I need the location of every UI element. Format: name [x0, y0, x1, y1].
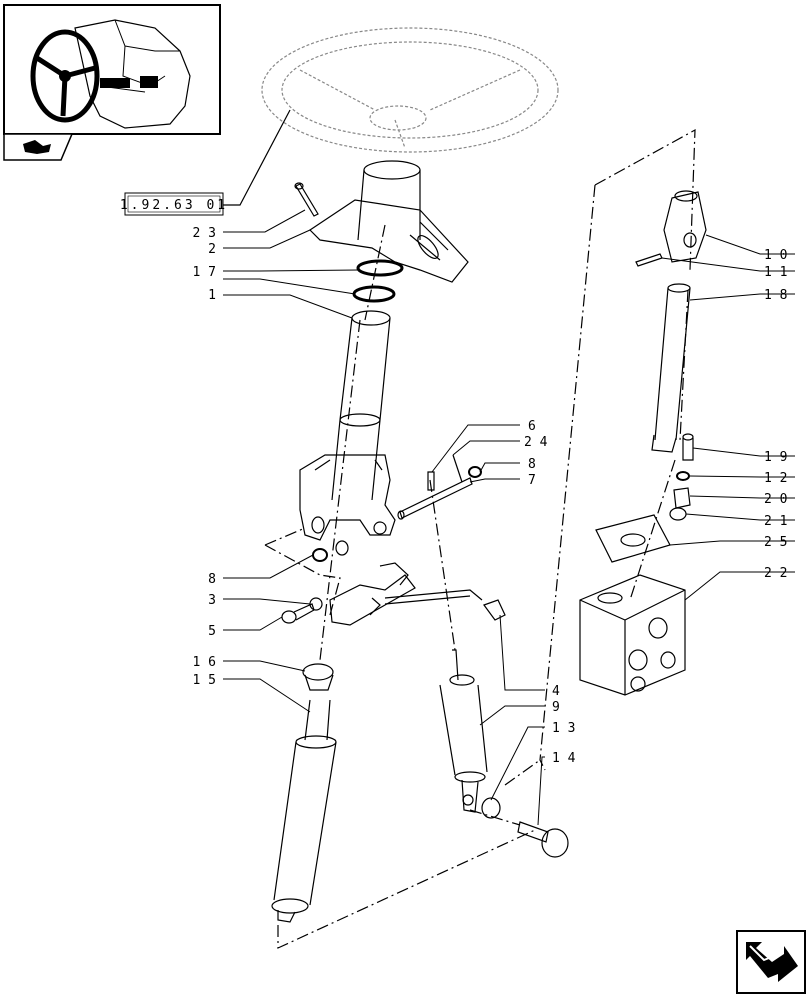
part-25-gasket [595, 514, 671, 563]
callout-9: 9 [552, 700, 560, 715]
part-16-spline-coupling [302, 663, 334, 691]
callout-12: 1 2 [764, 471, 787, 486]
part-2-column-bracket [309, 160, 469, 283]
callout-17: 1 7 [193, 265, 216, 280]
part-10-universal-joint [663, 190, 707, 263]
steering-wheel-thumbnail-icon [30, 19, 191, 129]
part-15-lower-column [271, 699, 337, 923]
part-6-pivot-pin [397, 477, 473, 520]
part-8-washer-upper [468, 466, 482, 478]
part-18-shaft [651, 283, 691, 453]
book-tab-icon [3, 133, 74, 161]
callout-13: 1 3 [552, 721, 575, 736]
callout-25: 2 5 [764, 535, 787, 550]
part-8-washer-left [312, 548, 328, 562]
thumbnail-frame [3, 4, 221, 135]
next-page-button[interactable] [736, 930, 806, 994]
part-12-washer [676, 471, 690, 481]
part-13-bushing [481, 797, 501, 819]
callout-8-left: 8 [208, 572, 216, 587]
steering-wheel-reference [261, 27, 559, 153]
callout-8-upper: 8 [528, 457, 536, 472]
part-17-oring-top [356, 259, 404, 277]
assembly-centerlines [264, 128, 696, 949]
part-4-lever [329, 562, 506, 626]
part-22-steering-unit [579, 574, 686, 696]
part-5-bolt [281, 603, 315, 624]
part-21-bushing [669, 507, 687, 521]
part-24-pin [452, 454, 463, 483]
callout-22: 2 2 [764, 566, 787, 581]
part-1-column-tube [299, 310, 396, 541]
callout-24: 2 4 [524, 435, 548, 450]
callout-7: 7 [528, 473, 536, 488]
callout-labels: 2 3 2 1 7 1 6 2 4 8 7 8 3 5 1 6 1 5 4 9 … [193, 226, 788, 766]
reference-label[interactable]: 1.92.63 01 [120, 192, 228, 216]
part-9-gas-spring [439, 649, 488, 813]
callout-3: 3 [208, 593, 216, 608]
callout-21: 2 1 [764, 514, 787, 529]
callout-19: 1 9 [764, 450, 787, 465]
callout-18: 1 8 [764, 288, 787, 303]
callout-6: 6 [528, 419, 536, 434]
callout-5: 5 [208, 624, 216, 639]
thumbnail-tab [3, 133, 74, 162]
part-11-roll-pin [635, 253, 663, 267]
leader-lines [223, 209, 795, 826]
callout-2: 2 [208, 242, 216, 257]
callout-1: 1 [208, 288, 216, 303]
part-20-spacer [673, 487, 691, 509]
part-19-bolt [682, 433, 694, 461]
part-17-oring-bottom [352, 285, 396, 303]
reference-leader [223, 109, 291, 206]
callout-23: 2 3 [193, 226, 216, 241]
part-14-bolt [517, 821, 569, 858]
callout-20: 2 0 [764, 492, 787, 507]
part-23-bolt [294, 182, 319, 217]
reference-label-text: 1.92.63 01 [120, 198, 228, 213]
callout-16: 1 6 [193, 655, 216, 670]
callout-15: 1 5 [193, 673, 216, 688]
callout-11: 1 1 [764, 265, 787, 280]
part-hub-eye [335, 540, 349, 556]
callout-14: 1 4 [552, 751, 576, 766]
callout-4: 4 [552, 684, 560, 699]
next-page-arrow-icon [746, 942, 798, 982]
callout-10: 1 0 [764, 248, 787, 263]
